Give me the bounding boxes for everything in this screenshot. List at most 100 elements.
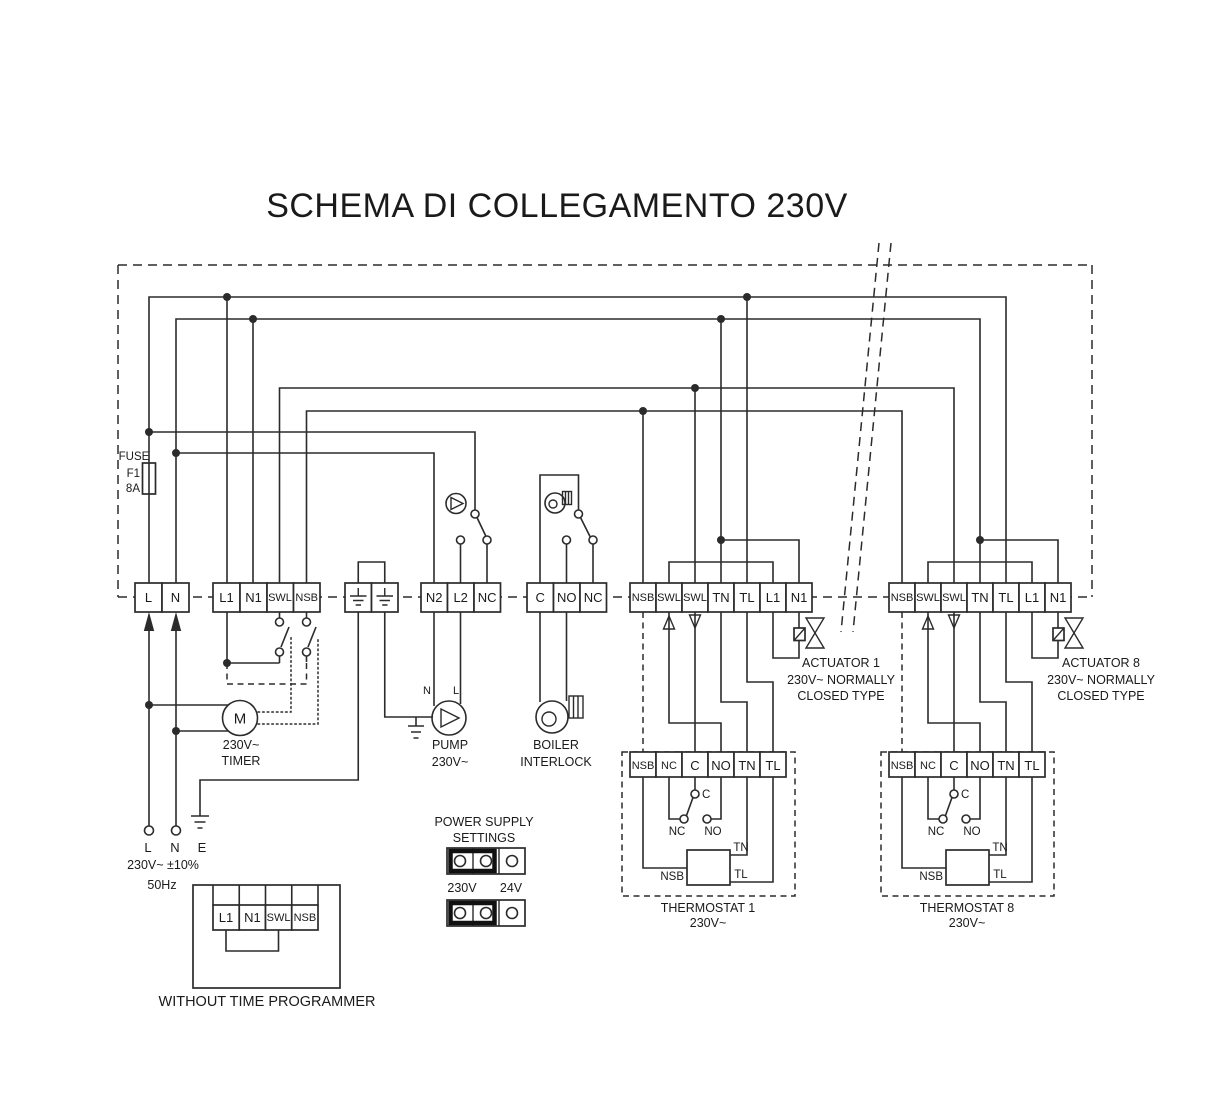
svg-text:CLOSED TYPE: CLOSED TYPE <box>1057 689 1144 703</box>
terminal-n2: N2 <box>426 590 443 605</box>
terminal-strip-mains: L N <box>134 582 190 613</box>
svg-text:SWL: SWL <box>683 592 707 604</box>
svg-text:NO: NO <box>970 758 990 773</box>
terminal-c: C <box>536 590 545 605</box>
mains-input: L N E 230V~ ±10% 50Hz <box>127 815 209 892</box>
fuse-rating: 8A <box>126 483 140 495</box>
svg-text:NSB: NSB <box>632 592 655 604</box>
svg-text:C: C <box>961 789 969 801</box>
bus-swl <box>278 387 955 583</box>
arrow-up-icon <box>921 614 935 630</box>
svg-text:L1: L1 <box>219 910 233 925</box>
svg-text:N: N <box>423 685 431 697</box>
flow-arrows <box>662 614 961 630</box>
terminal-strip-timer: L1 N1 SWL NSB <box>212 582 321 613</box>
terminal-strip-boiler: C NO NC <box>526 582 608 613</box>
svg-text:230V~: 230V~ <box>949 916 986 930</box>
svg-text:TL: TL <box>1024 758 1039 773</box>
arrow-down-icon <box>688 614 702 630</box>
svg-text:TIMER: TIMER <box>222 754 261 768</box>
svg-text:TN: TN <box>738 758 755 773</box>
continuation-break-icon <box>840 242 892 633</box>
svg-text:NSB: NSB <box>294 912 317 924</box>
pump-icon <box>431 700 467 736</box>
fuse-id: F1 <box>127 468 140 480</box>
svg-text:N1: N1 <box>791 590 808 605</box>
thermostat-body <box>686 849 731 886</box>
svg-text:NC: NC <box>928 826 945 838</box>
svg-text:C: C <box>702 789 710 801</box>
svg-text:NO: NO <box>963 826 980 838</box>
svg-text:TL: TL <box>765 758 780 773</box>
svg-text:C: C <box>690 758 699 773</box>
svg-text:TL: TL <box>734 869 748 881</box>
earth-icon <box>350 588 393 606</box>
thermostat-body <box>945 849 990 886</box>
pump-icon <box>445 492 467 515</box>
svg-text:TL: TL <box>998 590 1013 605</box>
svg-text:NSB: NSB <box>891 592 914 604</box>
fuse-label: FUSE <box>119 451 150 463</box>
supply-frequency: 50Hz <box>147 878 176 892</box>
svg-text:SWL: SWL <box>657 592 681 604</box>
valve-actuator-icon <box>793 617 826 649</box>
earth-icon <box>408 725 424 739</box>
terminal-strip-earth <box>344 582 399 613</box>
without-time-programmer: L1 N1 SWL NSB WITHOUT TIME PROGRAMMER <box>159 884 375 1010</box>
svg-text:TN: TN <box>712 590 729 605</box>
bus-live <box>148 296 1007 583</box>
svg-text:SETTINGS: SETTINGS <box>453 831 516 845</box>
fuse: FUSE F1 8A <box>119 451 157 495</box>
jumper-cap-230v <box>448 900 497 926</box>
terminal-nsb: NSB <box>295 592 318 604</box>
svg-text:INTERLOCK: INTERLOCK <box>520 755 592 769</box>
power-supply-settings: POWER SUPPLY SETTINGS 230V 24V <box>434 815 534 927</box>
boiler-interlock: BOILER INTERLOCK <box>520 695 592 769</box>
terminal-nc: NC <box>584 590 603 605</box>
pump-relay <box>445 492 492 545</box>
svg-text:230V~: 230V~ <box>690 916 727 930</box>
svg-text:PUMP: PUMP <box>432 738 468 752</box>
svg-text:TN: TN <box>992 842 1007 854</box>
svg-text:TN: TN <box>997 758 1014 773</box>
terminal-nc: NC <box>478 590 497 605</box>
svg-text:ACTUATOR 8: ACTUATOR 8 <box>1062 656 1140 670</box>
svg-text:230V~: 230V~ <box>432 755 469 769</box>
terminal-l: L <box>145 590 152 605</box>
svg-text:230V: 230V <box>447 881 477 895</box>
svg-text:NSB: NSB <box>632 760 655 772</box>
svg-text:TL: TL <box>739 590 754 605</box>
supply-voltage: 230V~ ±10% <box>127 858 199 872</box>
terminal-l2: L2 <box>453 590 467 605</box>
motor-label: M <box>234 711 247 728</box>
jumper-block-row2 <box>446 899 526 927</box>
svg-text:E: E <box>198 840 207 855</box>
timer-switch-contacts <box>274 617 312 657</box>
jumper-block-row1 <box>446 847 526 875</box>
terminal-strip-zone1: NSB SWL SWL TN TL L1 N1 <box>629 582 813 613</box>
svg-text:L: L <box>453 685 459 697</box>
svg-text:N1: N1 <box>244 910 261 925</box>
svg-text:L1: L1 <box>1025 590 1039 605</box>
svg-text:230V~ NORMALLY: 230V~ NORMALLY <box>1047 673 1155 687</box>
svg-text:C: C <box>949 758 958 773</box>
svg-text:NC: NC <box>920 760 936 772</box>
svg-text:N: N <box>170 840 179 855</box>
terminal-n: N <box>171 590 180 605</box>
svg-text:SWL: SWL <box>267 912 291 924</box>
actuator-1: ACTUATOR 1 230V~ NORMALLY CLOSED TYPE <box>787 617 896 703</box>
terminal-strip-pump: N2 L2 NC <box>420 582 502 613</box>
page-title: SCHEMA DI COLLEGAMENTO 230V <box>266 187 848 225</box>
terminal-strip-zone8: NSB SWL SWL TN TL L1 N1 <box>888 582 1072 613</box>
svg-text:TL: TL <box>993 869 1007 881</box>
terminal-n1: N1 <box>245 590 262 605</box>
bus-nsb <box>305 410 903 583</box>
svg-text:THERMOSTAT 8: THERMOSTAT 8 <box>920 901 1015 915</box>
diagram-border <box>117 264 1093 598</box>
pump: N L PUMP 230V~ <box>408 685 468 769</box>
svg-text:230V~ NORMALLY: 230V~ NORMALLY <box>787 673 895 687</box>
svg-text:SWL: SWL <box>942 592 966 604</box>
svg-text:NO: NO <box>711 758 731 773</box>
svg-text:24V: 24V <box>500 881 523 895</box>
